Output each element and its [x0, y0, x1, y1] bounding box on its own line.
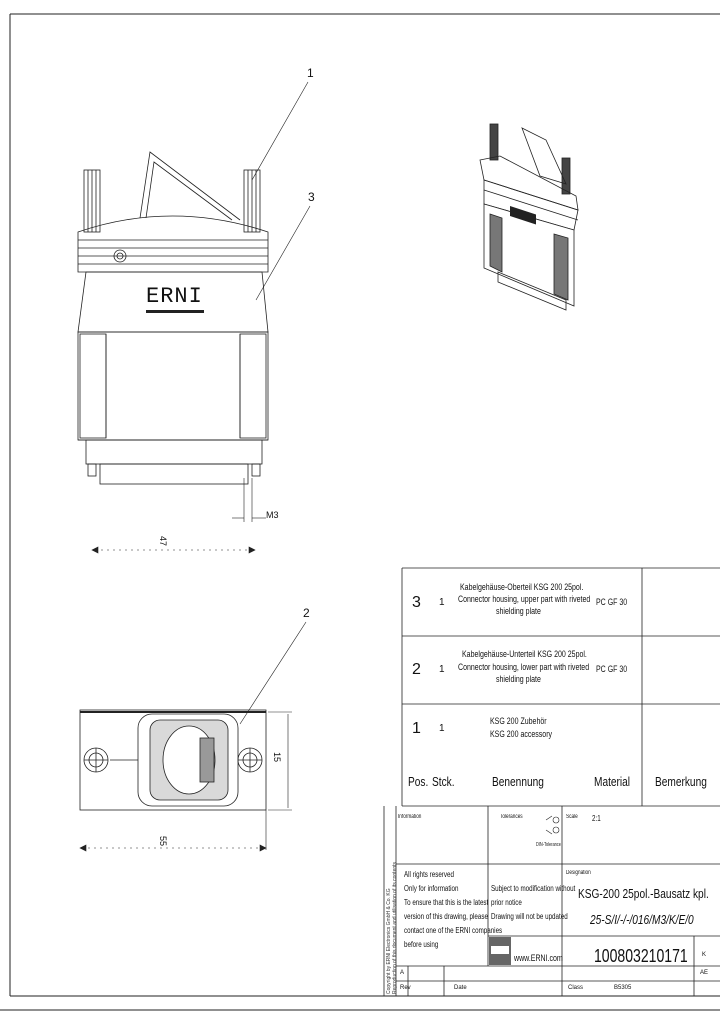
projection-symbol — [545, 815, 560, 835]
drawing-code: 25-S/I/-/-/016/M3/K/E/0 — [590, 912, 694, 927]
website[interactable]: www.ERNI.com — [514, 953, 563, 963]
rights-0: All rights reserved — [404, 870, 454, 879]
row-label-rev: Rev — [400, 985, 411, 991]
bom-row-3-desc2: Connector housing, upper part with rivet… — [458, 594, 591, 604]
bom-row-2-desc2: Connector housing, lower part with rivet… — [458, 662, 590, 672]
title-block-grid — [383, 806, 720, 996]
side-label-ae: AE — [700, 970, 709, 976]
rights-1: Only for information — [404, 884, 459, 893]
notice-1: prior notice — [491, 898, 522, 907]
dim-width: 47 — [158, 536, 168, 547]
notice-0: Subject to modification without — [491, 884, 576, 893]
row-label-class-value: B5305 — [614, 985, 632, 991]
bom-row-3-qty: 1 — [439, 597, 445, 608]
bom-row-1-qty: 1 — [439, 723, 445, 734]
bom-table-grid — [401, 567, 720, 807]
bom-row-3-material: PC GF 30 — [596, 597, 628, 607]
sheet-frame — [0, 13, 720, 1011]
callout-2: 2 — [303, 606, 310, 620]
bom-header-remark: Bemerkung — [655, 774, 707, 789]
projection-label: DIN-Tolerance — [536, 842, 561, 848]
part-number: 100803210171 — [594, 946, 688, 966]
erni-logo-iso — [510, 206, 536, 225]
row-label-class: Class — [568, 985, 584, 991]
rights-3: version of this drawing, please — [404, 912, 488, 921]
title-block-pattern — [489, 937, 511, 965]
bom-header-qty: Stck. — [432, 774, 455, 789]
front-view-dimensions — [91, 478, 266, 554]
bom-header-material: Material — [594, 774, 631, 789]
row-label-date: Date — [454, 985, 467, 991]
bom-row-3-desc1: Kabelgehäuse-Oberteil KSG 200 25pol. — [460, 582, 584, 592]
bom-row-2-qty: 1 — [439, 664, 445, 675]
erni-logo-text: ERNI — [146, 284, 203, 309]
rights-4: contact one of the ERNI companies — [404, 926, 503, 935]
rights-5: before using — [404, 940, 439, 949]
bom-header-desc: Benennung — [492, 774, 544, 789]
bom-row-1-pos: 1 — [412, 720, 421, 737]
notice-2: Drawing will not be updated — [491, 912, 568, 921]
side-label-k: K — [702, 952, 707, 958]
tolerances-label: Tolerances — [500, 814, 523, 820]
bom-row-2-pos: 2 — [412, 661, 421, 678]
callout-leaders — [239, 81, 311, 725]
callout-3: 3 — [308, 190, 315, 204]
row-label-a: A — [400, 970, 405, 976]
bom-row-2-desc1: Kabelgehäuse-Unterteil KSG 200 25pol. — [462, 649, 587, 659]
vertical-note-1: Reproduction of this document and utilis… — [392, 861, 398, 994]
rights-2: To ensure that this is the latest — [404, 898, 489, 907]
dim-height: 15 — [272, 752, 282, 763]
bom-header-pos: Pos. — [408, 774, 429, 789]
designation-label: Designation — [566, 870, 591, 876]
bom-row-1-desc1: KSG 200 Zubehör — [490, 716, 547, 726]
isometric-view-drawing — [479, 123, 579, 311]
scale-value: 2:1 — [592, 814, 601, 823]
bom-row-1-desc2: KSG 200 accessory — [490, 729, 553, 739]
scale-label: Scale — [566, 814, 578, 820]
bom-row-2-material: PC GF 30 — [596, 664, 628, 674]
bom-row-3-desc3: shielding plate — [496, 606, 541, 616]
drawing-title: KSG-200 25pol.-Bausatz kpl. — [578, 886, 709, 901]
dim-length: 55 — [158, 836, 168, 847]
callout-1: 1 — [307, 66, 314, 80]
dim-pitch: M3 — [266, 510, 279, 520]
plan-view-drawing — [79, 709, 267, 811]
erni-logo-front — [146, 310, 204, 313]
plan-view-dimensions — [79, 711, 292, 852]
front-view-drawing — [77, 151, 269, 485]
info-label: Information — [398, 814, 422, 820]
bom-row-3-pos: 3 — [412, 594, 421, 611]
bom-row-2-desc3: shielding plate — [496, 674, 541, 684]
